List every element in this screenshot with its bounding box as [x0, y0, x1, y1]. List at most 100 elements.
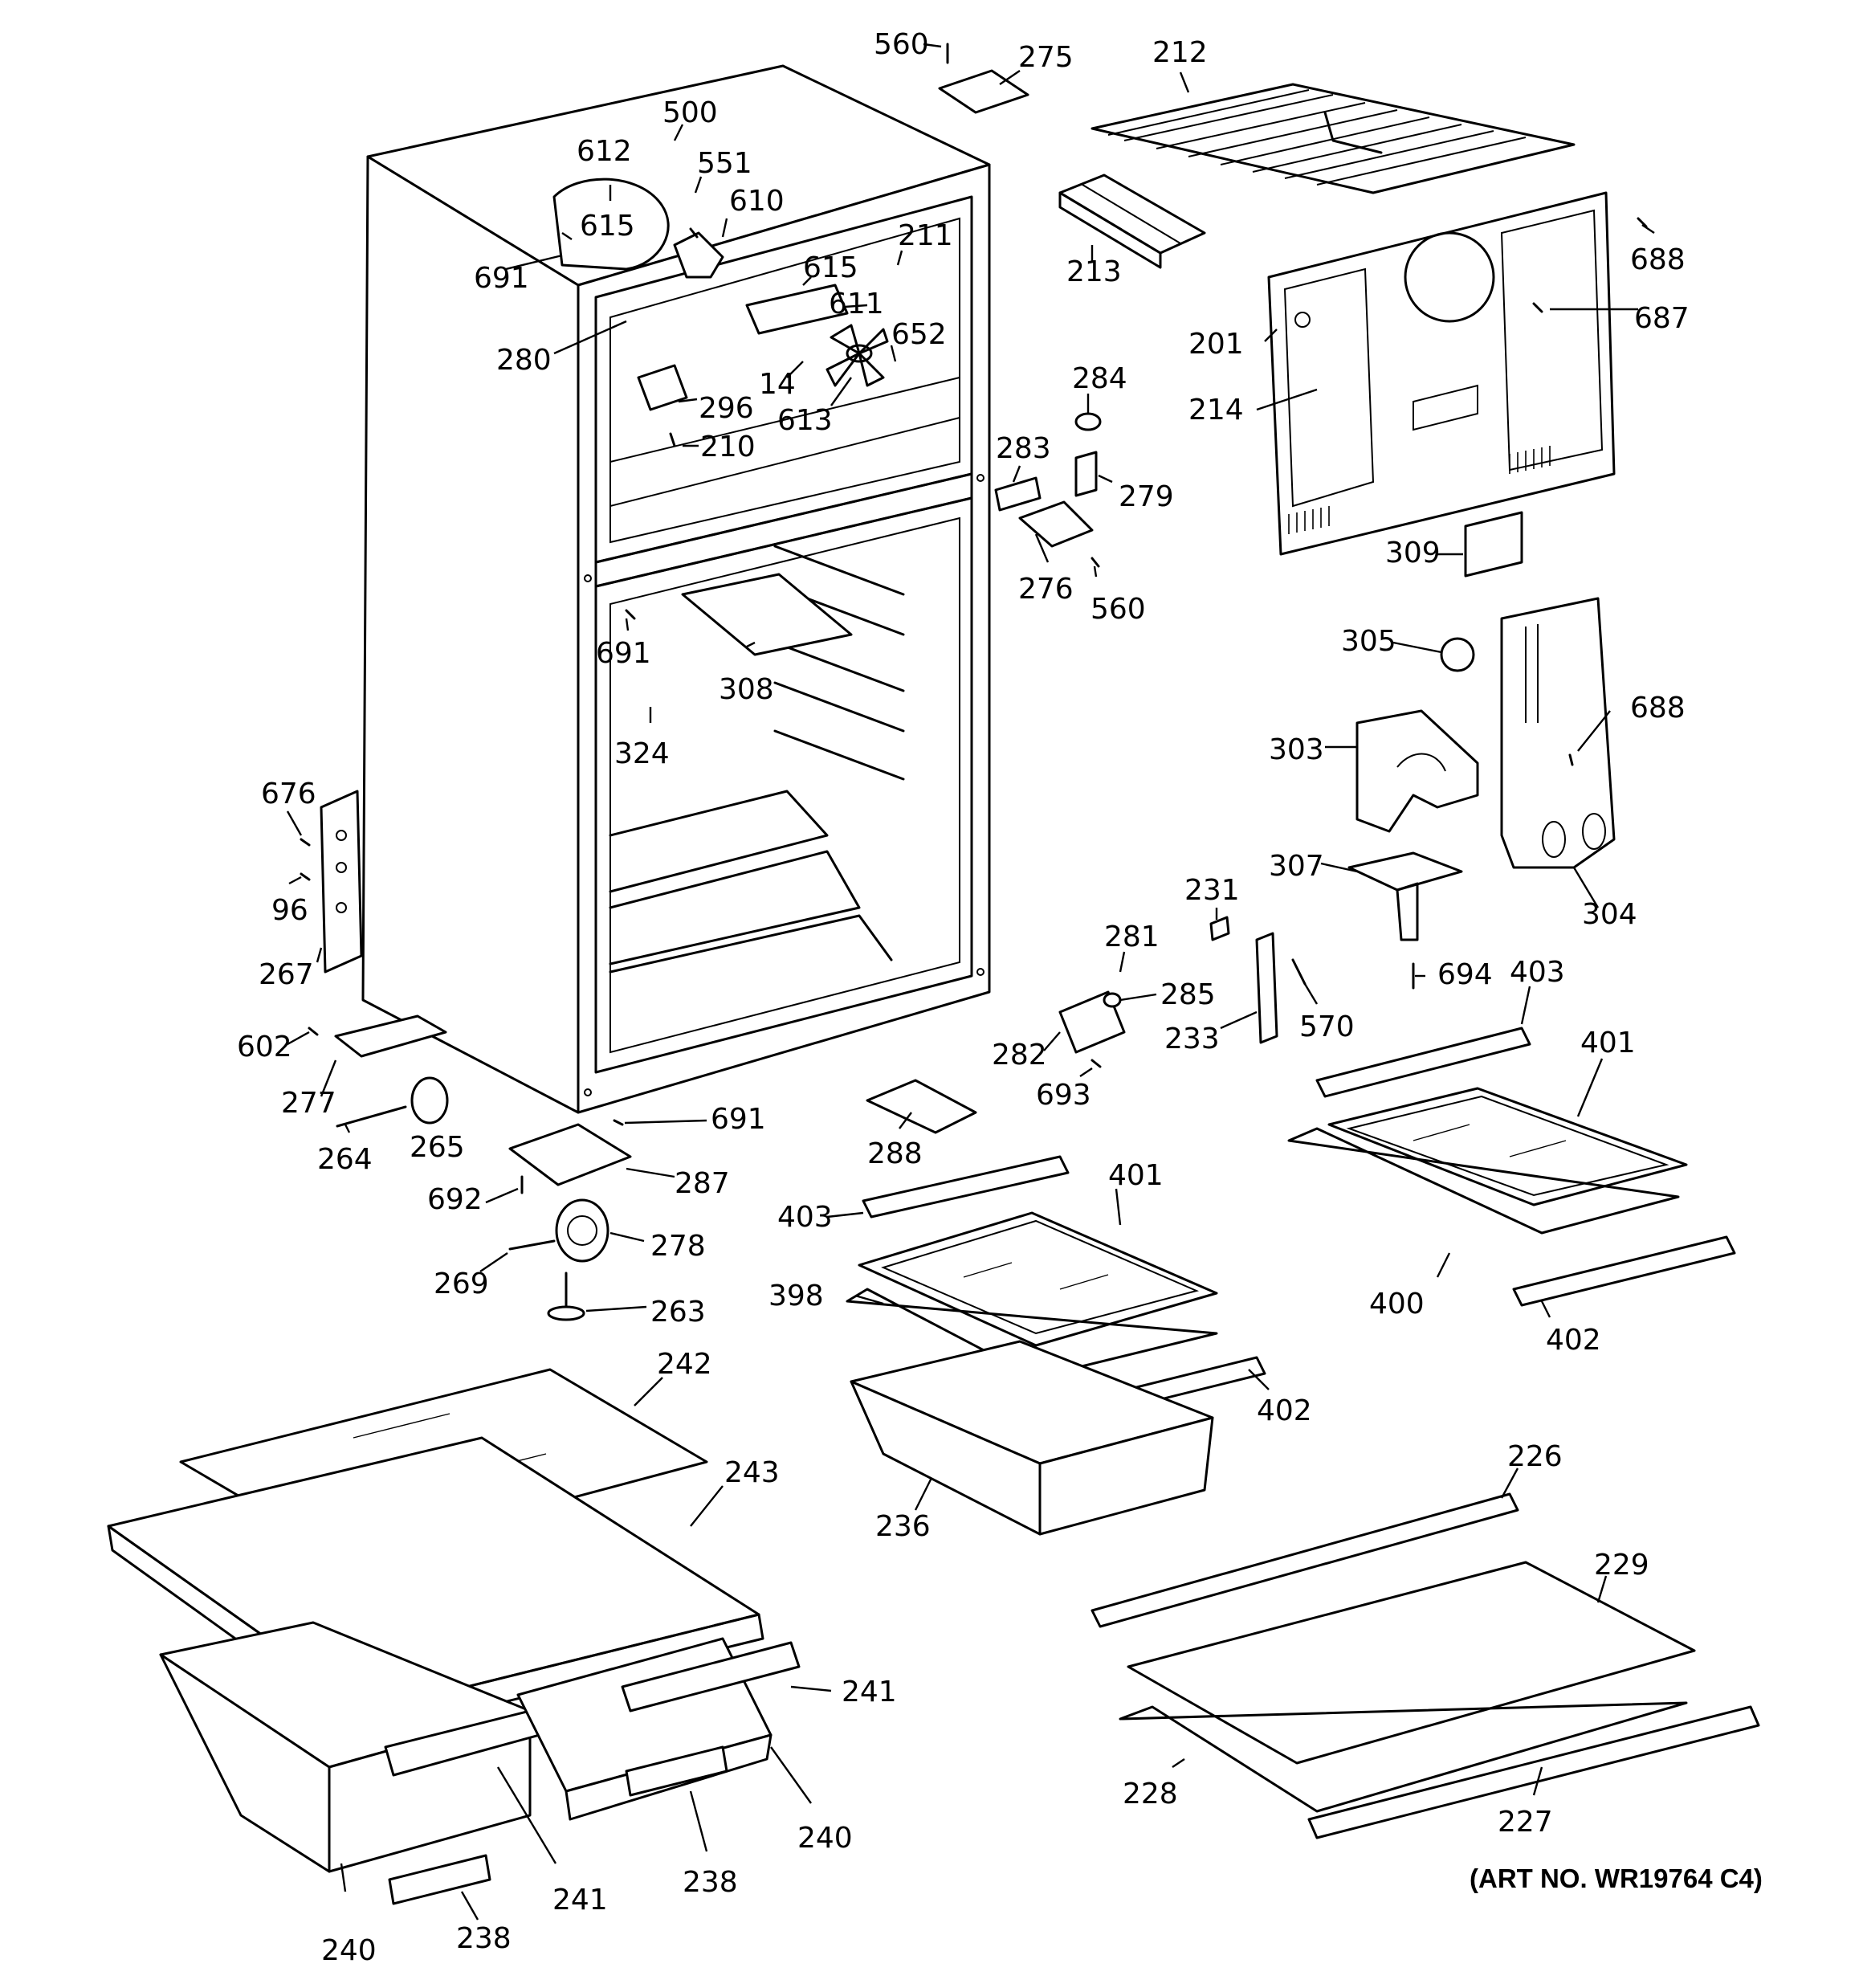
fan-bracket	[745, 284, 849, 335]
shelf-trim-403b	[862, 1155, 1070, 1219]
callout-308: 308	[719, 673, 774, 706]
callout-560: 560	[874, 28, 929, 61]
callout-688-b: 688	[1630, 692, 1686, 725]
axle-pin	[336, 1105, 407, 1128]
callout-285: 285	[1160, 978, 1216, 1011]
callout-610: 610	[729, 185, 785, 218]
callout-236: 236	[875, 1510, 931, 1543]
air-baffle	[1355, 709, 1479, 833]
drawer-slide-right	[625, 1745, 728, 1797]
hinge-pin	[1074, 451, 1098, 497]
callout-213: 213	[1066, 255, 1122, 288]
roller	[410, 1076, 449, 1125]
crisper-drawer-right	[516, 1637, 801, 1821]
callout-296: 296	[699, 392, 754, 425]
callout-570: 570	[1299, 1010, 1355, 1043]
hinge-plate	[866, 1079, 977, 1134]
drawer-slide-left	[388, 1854, 491, 1905]
callout-304: 304	[1582, 898, 1637, 931]
shelf-frame-right	[1287, 1127, 1680, 1235]
callout-693: 693	[1036, 1079, 1091, 1112]
callout-269: 269	[434, 1268, 489, 1300]
screws	[300, 43, 1648, 1194]
callout-242: 242	[657, 1348, 712, 1381]
callout-402-b: 402	[1257, 1394, 1312, 1427]
callout-611: 611	[829, 288, 884, 320]
callout-240: 240	[797, 1822, 853, 1855]
top-hinge	[938, 69, 1029, 114]
callout-279: 279	[1119, 480, 1174, 513]
callout-560-b: 560	[1090, 593, 1146, 626]
callout-602: 602	[237, 1031, 292, 1063]
crisper-drawer-left	[159, 1621, 556, 1873]
callout-398: 398	[768, 1280, 824, 1312]
callout-615-b: 615	[803, 251, 858, 284]
callout-305: 305	[1341, 625, 1396, 658]
hinge-bracket-center	[1058, 990, 1126, 1054]
callout-275: 275	[1018, 41, 1074, 74]
callout-267: 267	[259, 958, 314, 991]
shelf-support-rail	[1255, 932, 1278, 1044]
callout-229: 229	[1594, 1549, 1649, 1582]
callout-238: 238	[683, 1866, 738, 1899]
callout-284: 284	[1072, 362, 1127, 395]
damper-control	[1347, 851, 1463, 941]
callout-241-b: 241	[552, 1884, 608, 1917]
callout-277: 277	[281, 1087, 336, 1120]
shelf-clip	[1209, 916, 1230, 941]
callout-691: 691	[474, 262, 529, 295]
callout-282: 282	[992, 1039, 1047, 1072]
lower-hinge-cover	[334, 1014, 447, 1058]
shelf-frame-lower	[1119, 1701, 1688, 1813]
callout-228: 228	[1123, 1778, 1178, 1810]
callout-233: 233	[1164, 1023, 1220, 1055]
callout-400: 400	[1369, 1288, 1425, 1321]
hinge-shim	[994, 476, 1042, 512]
callout-288: 288	[867, 1137, 923, 1170]
callout-688: 688	[1630, 243, 1686, 276]
callout-676: 676	[261, 778, 316, 810]
callout-238-b: 238	[456, 1922, 512, 1955]
callout-403-b: 403	[777, 1201, 833, 1234]
callout-692: 692	[427, 1183, 483, 1216]
callout-212: 212	[1152, 36, 1208, 69]
callout-264: 264	[317, 1143, 373, 1176]
callout-226: 226	[1507, 1440, 1563, 1473]
callout-500: 500	[662, 96, 718, 129]
shelf-trim-227	[1307, 1705, 1760, 1839]
callout-278: 278	[650, 1230, 706, 1263]
callout-210: 210	[700, 431, 756, 463]
cabinet	[361, 64, 991, 1114]
air-duct-housing	[1500, 597, 1616, 869]
callout-281: 281	[1104, 921, 1160, 953]
callout-403: 403	[1510, 956, 1565, 989]
callout-287: 287	[675, 1167, 730, 1200]
callout-401: 401	[1580, 1027, 1636, 1059]
ice-tray	[1058, 173, 1206, 269]
callout-303: 303	[1269, 733, 1324, 766]
leader-lines	[286, 43, 1655, 1921]
glass-shelf-lower	[1127, 1561, 1696, 1765]
callout-263: 263	[650, 1296, 706, 1329]
callout-201: 201	[1188, 328, 1244, 361]
callout-324: 324	[614, 737, 670, 770]
callout-14: 14	[759, 368, 796, 401]
callout-283: 283	[996, 432, 1051, 465]
callout-691-c: 691	[711, 1103, 766, 1136]
upper-hinge	[1018, 500, 1094, 548]
wheel-pin	[508, 1239, 556, 1251]
callout-401-b: 401	[1108, 1159, 1164, 1192]
callout-307: 307	[1269, 850, 1324, 883]
callout-211: 211	[898, 219, 953, 252]
glass-shelf-center	[858, 1211, 1218, 1347]
callout-694: 694	[1437, 958, 1493, 991]
callout-551: 551	[697, 147, 752, 180]
callout-613: 613	[777, 404, 833, 437]
front-wheel	[555, 1198, 609, 1263]
callout-227: 227	[1498, 1806, 1553, 1839]
light-socket	[637, 364, 688, 411]
shelf-trim-226	[1090, 1492, 1519, 1628]
callout-691-b: 691	[596, 637, 651, 670]
callout-243: 243	[724, 1456, 780, 1489]
